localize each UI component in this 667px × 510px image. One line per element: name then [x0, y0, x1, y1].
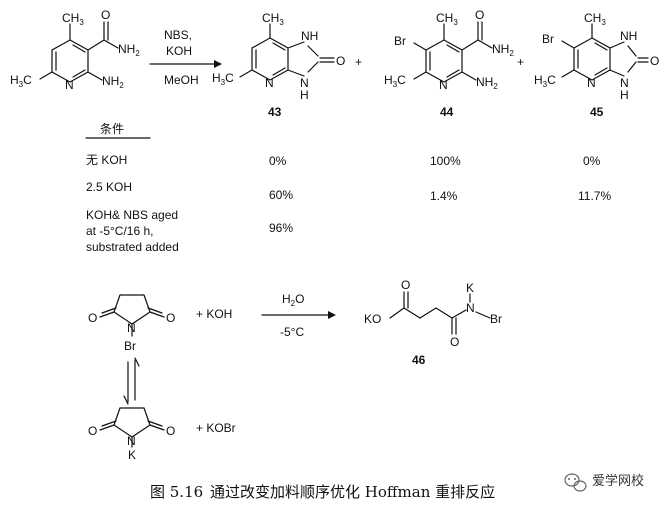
reagent-nbs: NBS, [164, 28, 192, 42]
nbs-structure: O O N Br [88, 294, 175, 353]
amide-nh2-label: NH2 [118, 42, 140, 58]
oxygen-label: O [88, 424, 97, 438]
reaction-arrow-1: NBS, KOH MeOH [149, 28, 222, 87]
figure-caption: 图 5.16 通过改变加料顺序优化 Hoffman 重排反应 [150, 483, 495, 501]
equilibrium-arrows [123, 357, 140, 405]
bromine-label: Br [490, 312, 502, 326]
ring-nitrogen-label: N [65, 78, 74, 92]
compound-44: CH3 Br O NH2 NH2 N H3C 44 [384, 8, 514, 119]
yield-44-cell: 1.4% [430, 189, 458, 203]
nh-label: H [300, 88, 309, 102]
starting-material: CH3 O NH2 NH2 N H3C [10, 8, 140, 92]
nh-label: N [300, 76, 309, 90]
yield-45-cell: 0% [583, 154, 601, 168]
compound-46: O KO O N K Br 46 [364, 278, 502, 367]
watermark-text: 爱学网校 [592, 473, 644, 489]
compound-number-44: 44 [440, 105, 454, 119]
condition-cell: KOH& NBS aged [86, 208, 178, 222]
wechat-icon [564, 473, 587, 492]
compound-45: CH3 Br NH O N H N H3C 45 [534, 11, 659, 119]
nh-label: H [620, 88, 629, 102]
methyl-label: CH3 [62, 11, 84, 27]
ring-nitrogen-label: N [439, 78, 448, 92]
nh-label: NH [301, 29, 318, 43]
oxygen-label: O [166, 424, 175, 438]
figure-number: 图 5.16 [150, 483, 203, 501]
yield-43-cell: 96% [269, 221, 293, 235]
methyl-label: H3C [212, 71, 234, 87]
bromine-label: Br [542, 32, 554, 46]
compound-number-43: 43 [268, 105, 282, 119]
table-row: KOH& NBS aged at -5°C/16 h, substrated a… [86, 208, 293, 254]
amine-nh2-label: NH2 [476, 75, 498, 91]
oxygen-label: O [88, 311, 97, 325]
oxygen-label: O [101, 8, 110, 22]
potassium-label: K [128, 448, 136, 462]
oxygen-label: O [475, 8, 484, 22]
yield-43-cell: 0% [269, 154, 287, 168]
plus-sign: + [355, 55, 362, 69]
reagent-koh: KOH [166, 44, 192, 58]
methyl-label: H3C [534, 73, 556, 89]
caption-text: 通过改变加料顺序优化 Hoffman 重排反应 [210, 483, 495, 501]
methyl-label: CH3 [584, 11, 606, 27]
condition-cell: 2.5 KOH [86, 180, 132, 194]
compound-43: CH3 NH O N H N H3C 43 [212, 11, 345, 119]
oxygen-label: O [166, 311, 175, 325]
nitrogen-label: N [127, 434, 136, 448]
condition-cell: 无 KOH [86, 153, 127, 167]
amine-nh2-label: NH2 [102, 74, 124, 90]
bromine-label: Br [394, 34, 406, 48]
ring-nitrogen-label: N [587, 76, 596, 90]
condition-cell: substrated added [86, 240, 179, 254]
oxygen-label: O [650, 54, 659, 68]
watermark: 爱学网校 [564, 473, 644, 492]
table-row: 2.5 KOH 60% 1.4% 11.7% [86, 180, 611, 203]
oxygen-label: O [401, 278, 410, 292]
solvent-meoh: MeOH [164, 73, 199, 87]
plus-koh-label: + KOH [196, 307, 232, 321]
bromine-label: Br [124, 339, 136, 353]
nitrogen-label: N [466, 301, 475, 315]
potassium-label: K [466, 281, 474, 295]
nh-label: NH [620, 29, 637, 43]
yield-45-cell: 11.7% [578, 189, 611, 203]
table-header-conditions: 条件 [100, 122, 124, 136]
oxygen-label: O [450, 335, 459, 349]
methyl-label: CH3 [262, 11, 284, 27]
plus-sign: + [517, 55, 524, 69]
table-row: 无 KOH 0% 100% 0% [86, 153, 601, 168]
temperature-label: -5°C [280, 325, 304, 339]
methyl-label: CH3 [436, 11, 458, 27]
compound-number-46: 46 [412, 353, 426, 367]
methyl-label: H3C [384, 73, 406, 89]
ko-label: KO [364, 312, 381, 326]
compound-number-45: 45 [590, 105, 604, 119]
methyl-label: H3C [10, 73, 32, 89]
succinimide-k-structure: O O N K [88, 407, 175, 462]
ring-nitrogen-label: N [265, 76, 274, 90]
yield-44-cell: 100% [430, 154, 461, 168]
reaction-arrow-2: H2O -5°C [261, 292, 336, 339]
nh-label: N [620, 76, 629, 90]
plus-kobr-label: + KOBr [196, 421, 236, 435]
reagent-water: H2O [282, 292, 304, 308]
conditions-table: 条件 无 KOH 0% 100% 0% 2.5 KOH 60% 1.4% 11.… [85, 122, 611, 254]
condition-cell: at -5°C/16 h, [86, 224, 154, 238]
oxygen-label: O [336, 54, 345, 68]
amide-nh2-label: NH2 [492, 42, 514, 58]
yield-43-cell: 60% [269, 188, 293, 202]
nitrogen-label: N [127, 321, 136, 335]
